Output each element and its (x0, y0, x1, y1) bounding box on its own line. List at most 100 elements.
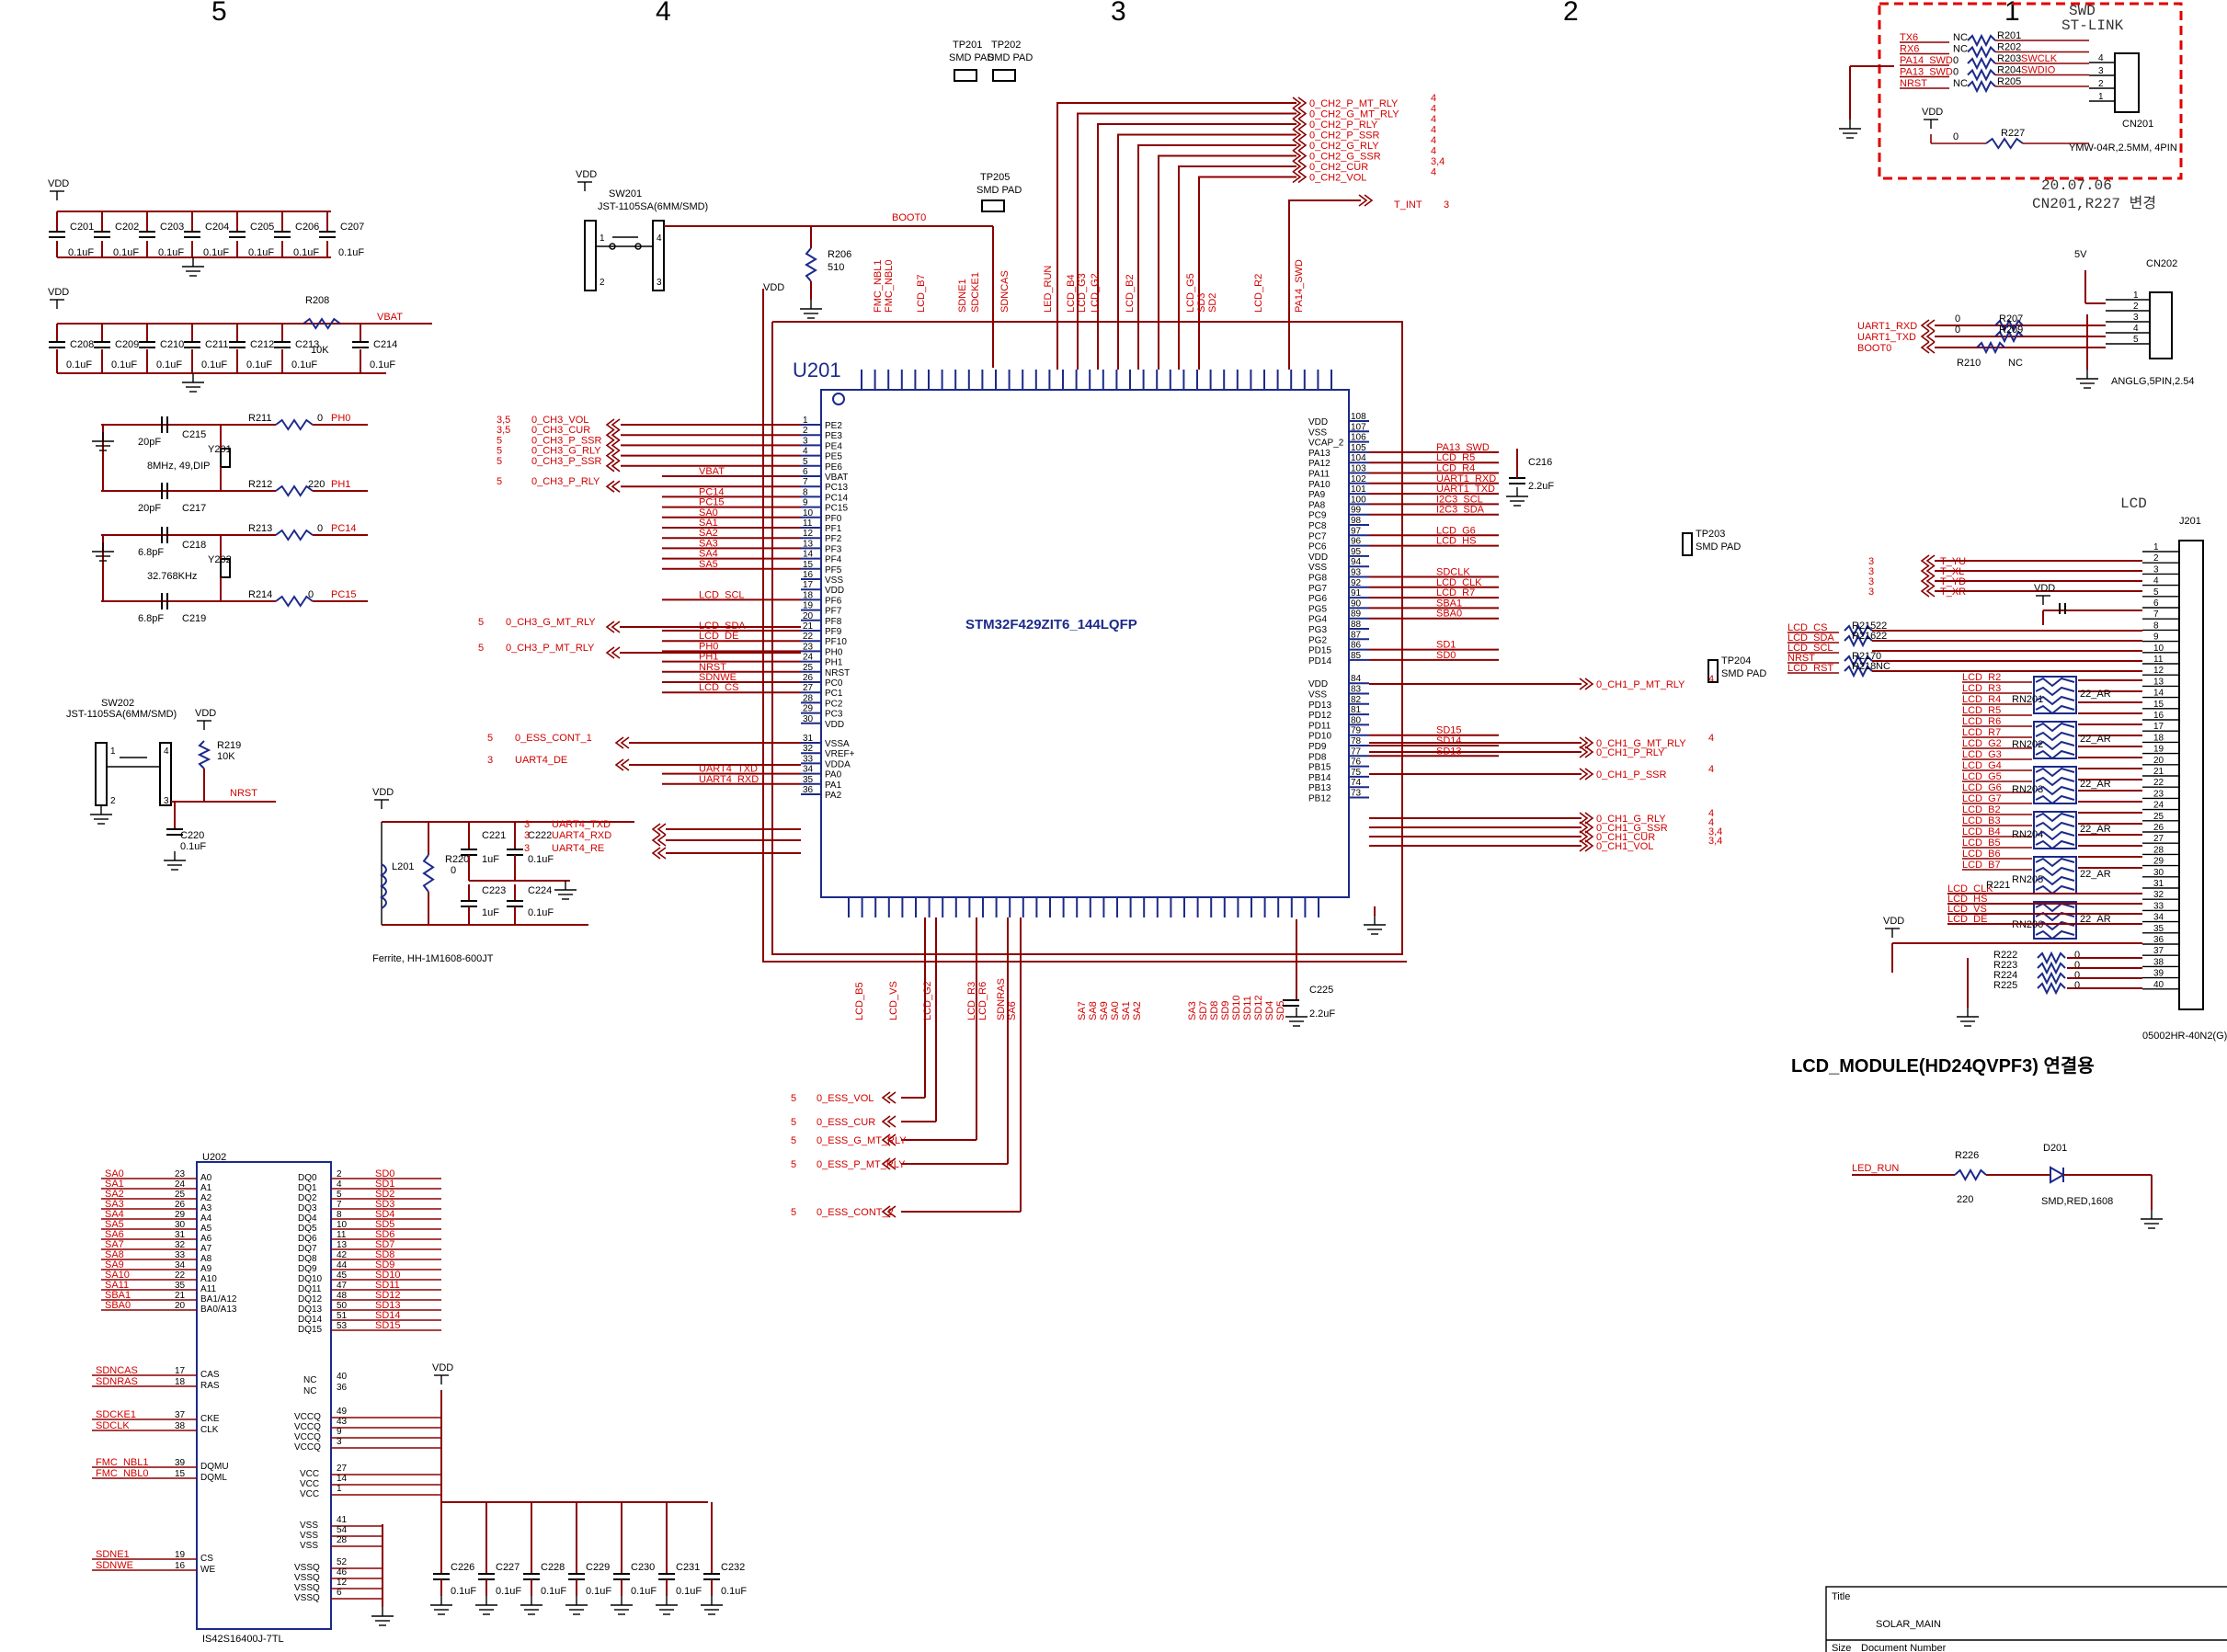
pin-name: PA12 (1308, 459, 1330, 469)
pin-number: 30 (803, 714, 814, 724)
pin-number: 74 (1351, 778, 1362, 788)
offpage-arrow-icon (605, 439, 621, 452)
net-label: TX6 (1900, 32, 1918, 43)
pin-number: 10 (337, 1220, 348, 1230)
net-label: LCD_B7 (1962, 860, 2001, 871)
cap-value: 0.1uF (451, 1586, 476, 1597)
switch-ref: SW201 (609, 188, 642, 199)
switch-body (95, 742, 108, 806)
resistor-R214 (275, 595, 314, 608)
cap-value: 0.1uF (370, 359, 395, 370)
pin-number: 9 (803, 498, 808, 508)
net-label: NRST (1787, 653, 1815, 664)
sdram-part: IS42S16400J-7TL (202, 1634, 284, 1645)
net-label: SA0 (699, 507, 718, 518)
cap-value: 0.1uF (586, 1586, 611, 1597)
pin-number: 82 (1351, 695, 1362, 705)
pin-name: A11 (200, 1284, 216, 1294)
offpage-arrow-icon (1920, 330, 1936, 343)
testpoint-ref: TP204 (1721, 655, 1751, 666)
rn-value: 22_AR (2080, 869, 2111, 880)
cap-value: 1uF (482, 854, 499, 865)
net-label: LCD_R6 (1962, 716, 2001, 727)
res-value: NC (1953, 78, 1968, 89)
page-ref: 4 (1431, 146, 1436, 157)
pin-number: 11 (337, 1230, 347, 1240)
pin-number: 78 (1351, 736, 1362, 746)
pin-number: 90 (1351, 598, 1362, 609)
resistor-R212 (275, 484, 314, 497)
pin-number: 22 (175, 1270, 186, 1281)
net-label: SD8 (375, 1249, 394, 1260)
cap-value: 0.1uF (676, 1586, 702, 1597)
capacitor-C213 (274, 341, 291, 348)
mcu-body (820, 389, 1350, 898)
resistor (1844, 623, 1873, 638)
net-label: SBA1 (1436, 598, 1462, 609)
pin-number: 1 (2133, 291, 2139, 301)
resistor-R219 (197, 740, 211, 769)
net-label: 0_CH1_CUR (1596, 832, 1655, 843)
rn-element (2035, 767, 2075, 778)
pin-name: PA9 (1308, 490, 1326, 500)
pin-name: DQ4 (298, 1213, 317, 1224)
title-label: Title (1832, 1591, 1850, 1602)
capacitor-C219 (161, 593, 168, 610)
rn-ref: RN205 (2012, 874, 2043, 885)
pin-name: A3 (200, 1203, 212, 1213)
offpage-arrow-icon (1579, 746, 1594, 758)
capacitor-C210 (139, 341, 155, 348)
connector-ref: CN202 (2146, 258, 2177, 269)
pin-name: PD8 (1308, 752, 1327, 762)
connector-part: YMW-04R,2.5MM, 4PIN (2069, 142, 2177, 154)
offpage-arrow-icon (651, 847, 667, 860)
res-value: 0 (317, 523, 323, 534)
pin-name: A1 (200, 1183, 212, 1193)
resistor-R213 (275, 529, 314, 541)
net-label: SA3 (105, 1199, 124, 1210)
net-label: SA6 (105, 1229, 124, 1240)
net-label: LCD_VS (1947, 904, 1987, 915)
offpage-arrow-icon (1292, 139, 1308, 152)
page-ref: 5 (791, 1207, 796, 1218)
pin-number: 49 (337, 1407, 348, 1417)
net-label: LCD_CS (1787, 622, 1827, 633)
vdd-label: VDD (576, 169, 597, 180)
pin-number: 47 (337, 1281, 348, 1291)
pin-number: 20 (175, 1301, 186, 1311)
pin-name: PB13 (1308, 783, 1331, 793)
capacitor-C202 (94, 231, 110, 238)
res-value: NC (1953, 44, 1968, 55)
net-label: LCD_DE (699, 631, 738, 642)
res-ref: R203 (1997, 53, 2021, 64)
res-value: 0 (2074, 960, 2080, 971)
ground-symbol (1839, 120, 1861, 139)
testpoint-ref: TP201 (953, 40, 982, 51)
pin-number: 2 (803, 426, 808, 436)
pin-number: 16 (175, 1561, 186, 1571)
pin-net-label: LED_RUN (1043, 266, 1054, 313)
pin-net-label: LCD_G2 (1090, 273, 1101, 313)
pin-number: 6 (803, 467, 808, 477)
page-ref: 3 (1868, 576, 1874, 587)
pin-net-label: SA8 (1088, 1001, 1099, 1020)
pin-number: 5 (2153, 587, 2159, 598)
capacitor-C231 (658, 1573, 675, 1580)
pin-net-label: LCD_B4 (1066, 274, 1077, 313)
pin-name: CLK (200, 1425, 219, 1435)
pin-net-label: SA7 (1077, 1001, 1088, 1020)
pin-name: DQ0 (298, 1173, 317, 1183)
page-ref: 4 (1708, 733, 1714, 744)
pin-number: 13 (803, 539, 814, 549)
inductor-ref: L201 (392, 861, 414, 872)
pin-number: 25 (175, 1190, 186, 1200)
pin-number: 18 (803, 590, 814, 600)
res-ref: R215 (1852, 621, 1876, 632)
pin-name: PF8 (825, 617, 842, 627)
pin-number: 12 (803, 529, 814, 539)
vdd-label: VDD (2034, 583, 2055, 594)
pin-net-label: LCD_G5 (1185, 273, 1196, 313)
cap-ref: C229 (586, 1562, 610, 1573)
net-label: LCD_R7 (1962, 727, 2001, 738)
pin-name: PE2 (825, 421, 842, 431)
